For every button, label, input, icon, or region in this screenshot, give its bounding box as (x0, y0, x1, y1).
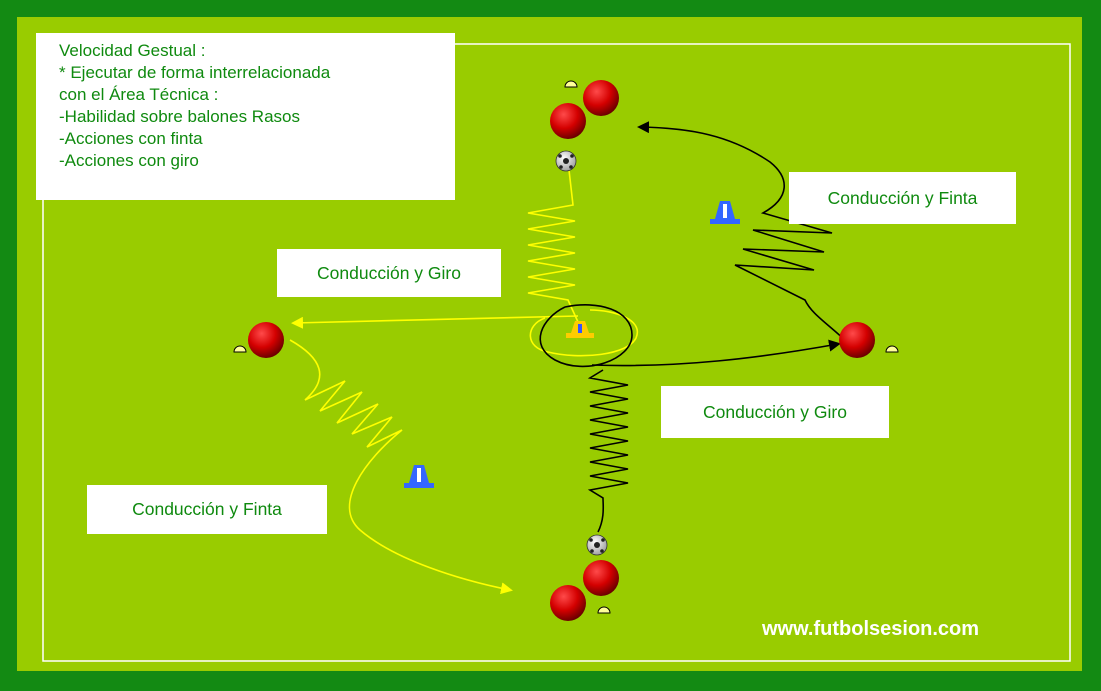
black-dribble-path-right (637, 121, 851, 346)
blue-cone-icon-right (710, 201, 740, 224)
ball-icon-top (555, 150, 577, 172)
info-line: -Acciones con giro (59, 151, 199, 170)
player-icon-right (839, 322, 899, 358)
center-cone-icon (566, 321, 594, 338)
label-top-right: Conducción y Finta (789, 172, 1016, 224)
label-center-left: Conducción y Giro (277, 249, 501, 297)
yellow-dribble-path-top (527, 169, 579, 323)
yellow-pass-arrow-left (291, 315, 579, 329)
label-bottom-left: Conducción y Finta (87, 485, 327, 534)
session-info-box: Velocidad Gestual : * Ejecutar de forma … (36, 33, 455, 200)
player-icon-top-1 (564, 80, 619, 116)
ball-icon-bottom (586, 534, 608, 556)
info-line: -Acciones con finta (59, 129, 203, 148)
info-line: con el Área Técnica : (59, 85, 219, 104)
pitch-lines (42, 43, 1071, 662)
label-center-right: Conducción y Giro (661, 386, 889, 438)
black-turn-loop (539, 304, 633, 368)
player-icon-bottom-2 (550, 585, 611, 621)
yellow-dribble-path-left (289, 339, 513, 595)
info-line: -Habilidad sobre balones Rasos (59, 107, 300, 126)
player-icon-top-2 (550, 103, 586, 139)
info-line: * Ejecutar de forma interrelacionada (59, 63, 331, 82)
player-icon-bottom-1 (583, 560, 619, 596)
blue-cone-icon-left (404, 465, 434, 488)
info-line: Velocidad Gestual : (59, 41, 206, 60)
black-dribble-path-bottom (587, 369, 629, 533)
website-watermark: www.futbolsesion.com (762, 618, 980, 640)
yellow-turn-loop (529, 309, 639, 357)
player-icon-left (233, 322, 284, 358)
black-pass-arrow-right (591, 339, 841, 367)
